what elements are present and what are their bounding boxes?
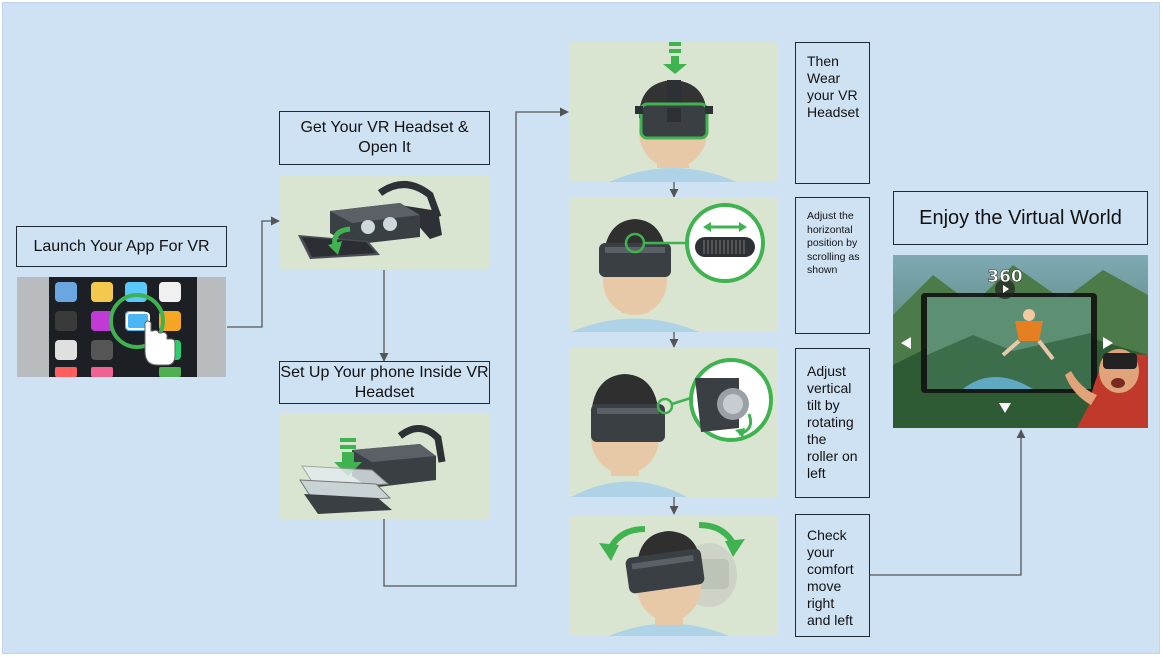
launch-app-label-box: Launch Your App For VR xyxy=(16,226,227,267)
person-wearing-headset-icon xyxy=(609,42,737,182)
comfort-check-label: Check your comfort move right and left xyxy=(807,527,854,628)
connector-setup-to-wear xyxy=(383,107,569,587)
horizontal-adjust-label: Adjust the horizontal position by scroll… xyxy=(807,210,860,276)
head-turn-left-right-icon xyxy=(599,522,745,636)
comfort-check-note: Check your comfort move right and left xyxy=(795,514,870,637)
comfort-check-image xyxy=(569,515,778,636)
setup-phone-label-box: Set Up Your phone Inside VR Headset xyxy=(279,361,490,404)
360-vr-experience-photo: 360 xyxy=(893,255,1148,428)
headset-open-image xyxy=(280,175,489,269)
wear-headset-image xyxy=(569,42,778,182)
phone-home-screen-image xyxy=(17,277,226,377)
vertical-adjust-image xyxy=(569,348,778,497)
vr-headset-open-icon xyxy=(298,181,442,259)
vertical-tilt-roller-icon xyxy=(571,358,773,497)
get-headset-label: Get Your VR Headset & Open It xyxy=(300,119,469,156)
connector-launch-to-headset xyxy=(227,216,280,328)
vr-headset-phone-insert-icon xyxy=(299,425,446,514)
horizontal-scroll-wheel-icon xyxy=(571,203,765,332)
connector-comfort-to-enjoy xyxy=(869,429,1026,576)
get-headset-label-box: Get Your VR Headset & Open It xyxy=(279,111,490,165)
360-badge: 360 xyxy=(987,267,1023,287)
enjoy-label-box: Enjoy the Virtual World xyxy=(893,191,1148,245)
wear-headset-label: Then Wear your VR Headset xyxy=(807,53,860,120)
headset-phone-insert-image xyxy=(280,414,489,519)
launch-app-label: Launch Your App For VR xyxy=(33,237,210,255)
horizontal-adjust-image xyxy=(569,197,778,332)
phone-home-screen-icon xyxy=(17,277,226,377)
setup-phone-label: Set Up Your phone Inside VR Headset xyxy=(280,363,489,401)
vr-world-image: 360 xyxy=(893,255,1148,428)
wear-headset-note: Then Wear your VR Headset xyxy=(795,42,870,184)
vertical-adjust-note: Adjust vertical tilt by rotating the rol… xyxy=(795,348,870,498)
enjoy-label: Enjoy the Virtual World xyxy=(919,206,1122,229)
horizontal-adjust-note: Adjust the horizontal position by scroll… xyxy=(795,197,870,334)
vertical-adjust-label: Adjust vertical tilt by rotating the rol… xyxy=(807,363,858,481)
